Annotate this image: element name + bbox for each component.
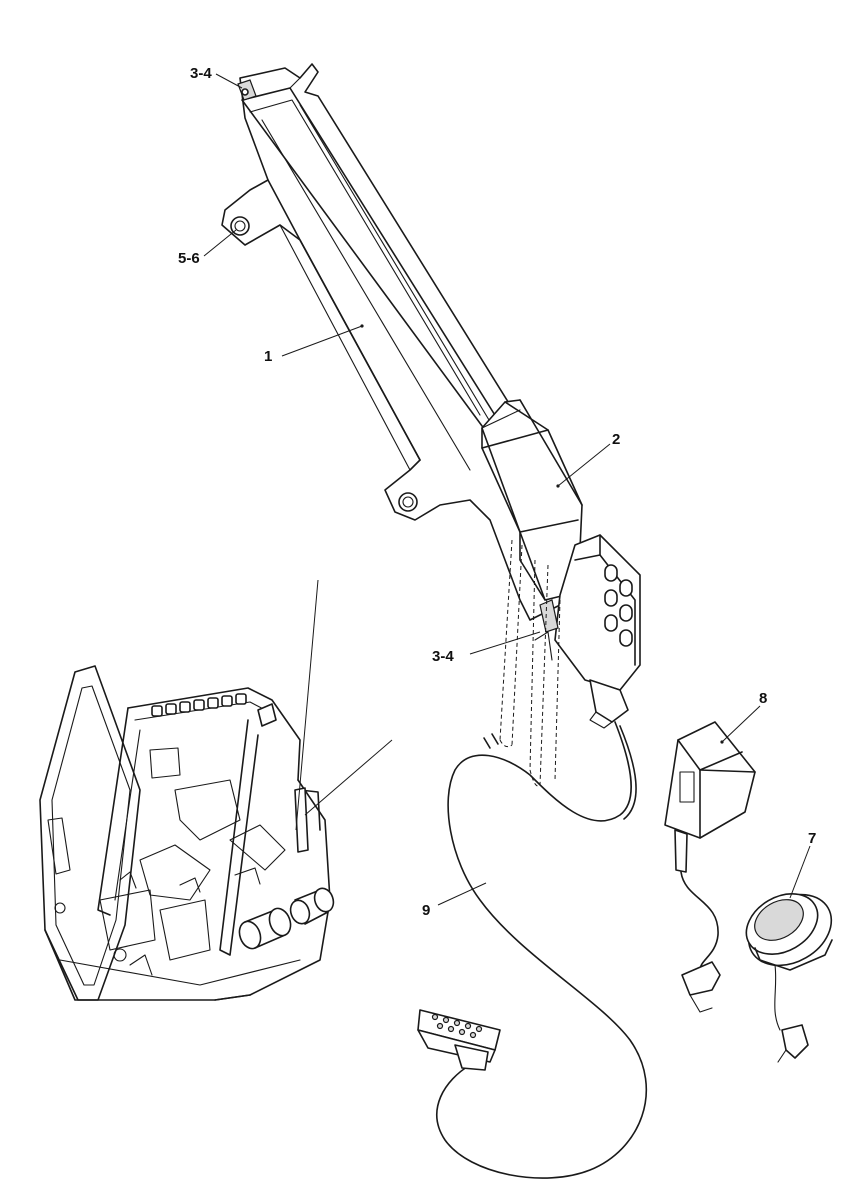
callout-9: 9 — [422, 902, 430, 919]
callout-1: 1 — [264, 348, 272, 365]
round-unit-part-7 — [745, 893, 833, 1063]
cab-cylinders — [238, 887, 335, 950]
callout-leaders — [203, 73, 811, 906]
callout-5-6: 5-6 — [178, 250, 200, 267]
bracket-part-1 — [221, 63, 581, 621]
callout-3-4-mid: 3-4 — [432, 648, 454, 665]
vehicle-cab-view — [39, 665, 335, 1001]
callout-2: 2 — [612, 431, 620, 448]
dsub-connector — [417, 1009, 501, 1071]
cable-part-9 — [417, 721, 647, 1179]
callout-7: 7 — [808, 830, 816, 847]
callout-labels: 3-4 5-6 1 2 3-4 8 7 9 — [178, 65, 816, 919]
power-supply-part-8 — [664, 721, 756, 1013]
callout-8: 8 — [759, 690, 767, 707]
hidden-lines — [499, 539, 561, 787]
control-unit — [534, 534, 641, 729]
location-leaders — [295, 579, 393, 831]
vent-row — [151, 693, 247, 717]
callout-3-4-top: 3-4 — [190, 65, 212, 82]
